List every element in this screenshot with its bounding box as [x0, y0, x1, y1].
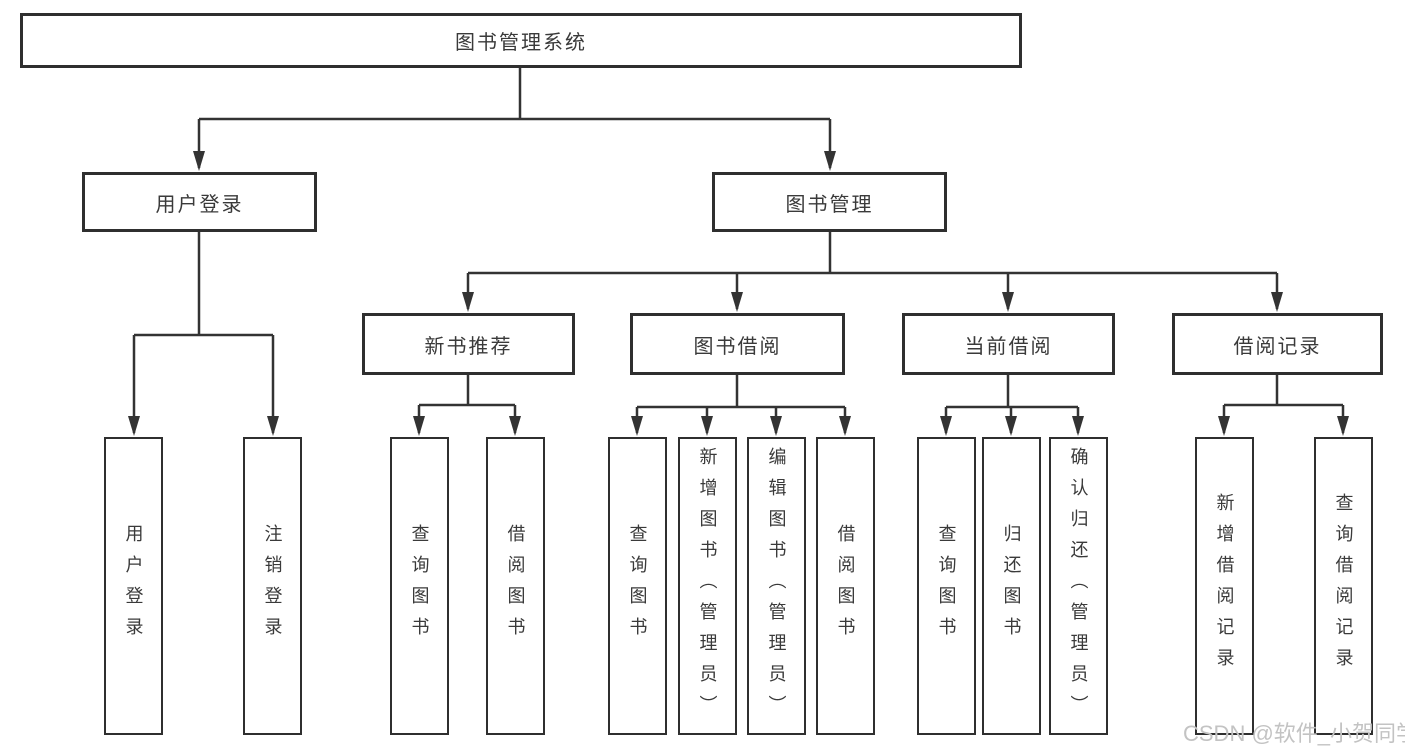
node-label: 编辑图书（管理员）	[766, 446, 787, 726]
node-label: 用户登录	[123, 524, 144, 648]
node-library-management-system: 图书管理系统	[20, 13, 1022, 68]
node-label: 当前借阅	[964, 335, 1053, 358]
connector-root-to-level2	[193, 68, 836, 171]
node-label: 确认归还（管理员）	[1068, 446, 1089, 726]
leaf-user-login: 用户登录	[104, 437, 163, 735]
connector-user-login-children	[128, 232, 279, 436]
node-label: 新增借阅记录	[1214, 493, 1235, 679]
leaf-logout: 注销登录	[243, 437, 302, 735]
leaf-edit-books-admin: 编辑图书（管理员）	[747, 437, 806, 735]
node-book-borrowing: 图书借阅	[630, 313, 845, 375]
leaf-borrow-books: 借阅图书	[816, 437, 875, 735]
leaf-return-books: 归还图书	[982, 437, 1041, 735]
node-label: 图书借阅	[693, 335, 782, 358]
node-label: 注销登录	[262, 524, 283, 648]
leaf-add-borrow-record: 新增借阅记录	[1195, 437, 1254, 735]
leaf-query-books-recommend: 查询图书	[390, 437, 449, 735]
connector-book-borrowing-children	[631, 375, 851, 436]
leaf-query-books-borrowing: 查询图书	[608, 437, 667, 735]
node-label: 用户登录	[155, 193, 244, 216]
connector-borrowing-records-children	[1218, 375, 1349, 436]
node-label: 图书管理系统	[455, 32, 587, 54]
node-label: 查询图书	[936, 524, 957, 648]
node-label: 查询借阅记录	[1333, 493, 1354, 679]
connector-new-book-recommend-children	[413, 375, 521, 436]
node-label: 借阅记录	[1233, 335, 1322, 358]
node-current-borrowing: 当前借阅	[902, 313, 1115, 375]
node-book-management: 图书管理	[712, 172, 947, 232]
leaf-query-books-current: 查询图书	[917, 437, 976, 735]
node-label: 借阅图书	[835, 524, 856, 648]
csdn-watermark: CSDN @软件_小贺同学	[1183, 721, 1405, 746]
leaf-borrow-books-recommend: 借阅图书	[486, 437, 545, 735]
connector-current-borrowing-children	[940, 375, 1084, 436]
node-label: 归还图书	[1001, 524, 1022, 648]
node-new-book-recommend: 新书推荐	[362, 313, 575, 375]
connector-book-management-to-level3	[462, 232, 1283, 312]
leaf-add-books-admin: 新增图书（管理员）	[678, 437, 737, 735]
node-label: 新书推荐	[424, 335, 513, 358]
leaf-confirm-return-admin: 确认归还（管理员）	[1049, 437, 1108, 735]
node-user-login-group: 用户登录	[82, 172, 317, 232]
node-label: 图书管理	[785, 193, 874, 216]
node-label: 新增图书（管理员）	[697, 446, 718, 726]
node-label: 借阅图书	[505, 524, 526, 648]
leaf-query-borrow-record: 查询借阅记录	[1314, 437, 1373, 735]
node-label: 查询图书	[409, 524, 430, 648]
node-borrowing-records: 借阅记录	[1172, 313, 1383, 375]
node-label: 查询图书	[627, 524, 648, 648]
